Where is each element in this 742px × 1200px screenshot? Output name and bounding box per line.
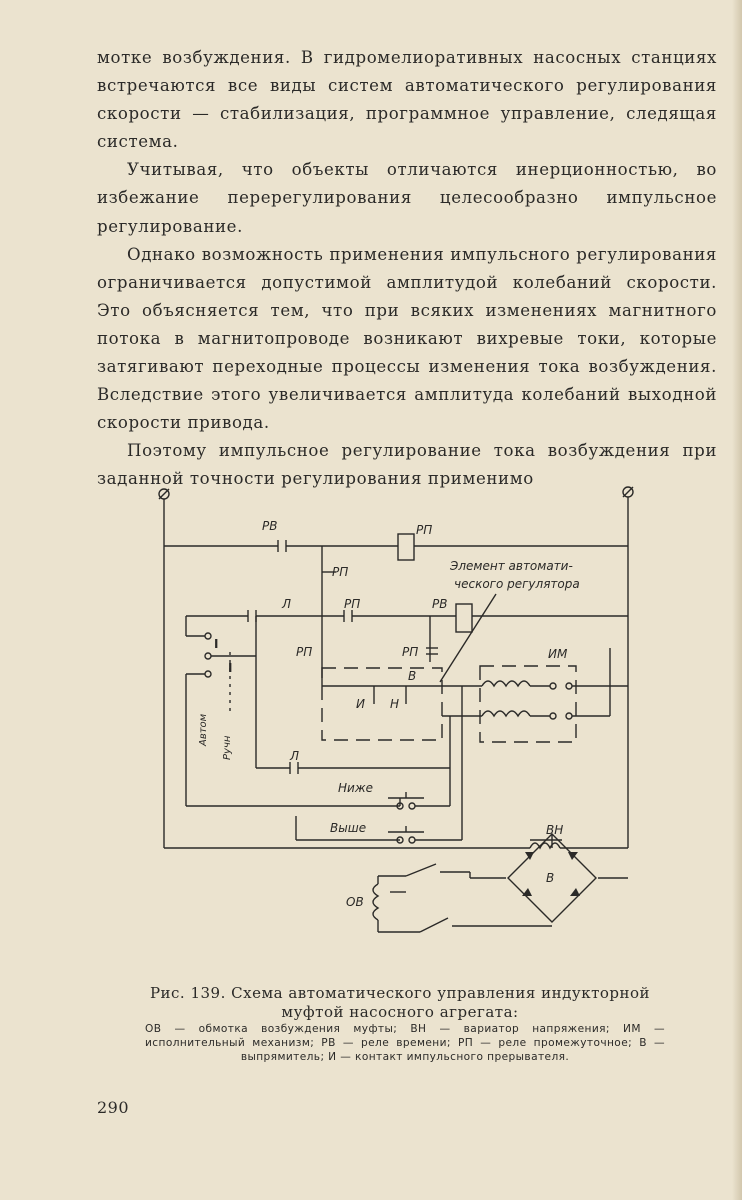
rp-coil — [397, 533, 415, 561]
label-i-contact: И — [356, 697, 365, 711]
page-edge — [732, 0, 742, 1200]
figure-legend: ОВ — обмотка возбуждения муфты; ВН — вар… — [145, 1023, 665, 1063]
page-number: 290 — [97, 1098, 130, 1117]
label-vyshe: Выше — [330, 821, 366, 835]
figure-caption: Рис. 139. Схема автоматического управлен… — [149, 984, 651, 1021]
label-l-top: Л — [281, 597, 291, 611]
paragraph-4: Поэтому импульсное регулирование тока во… — [97, 441, 717, 489]
label-rp-coil: РП — [416, 523, 432, 537]
label-rp-contact2: РП — [344, 597, 360, 611]
im-winding-1 — [481, 680, 531, 688]
rectifier-bridge — [507, 833, 597, 923]
label-rp-mid: РП — [402, 645, 418, 659]
ov-winding — [372, 883, 380, 921]
label-element-line2: ческого регулятора — [454, 577, 580, 591]
circuit-diagram: РВ РП РП Элемент автомати- ческого регул… — [150, 476, 640, 952]
circuit-svg: РВ РП РП Элемент автомати- ческого регул… — [158, 486, 634, 933]
rv-coil — [455, 603, 473, 633]
label-im: ИМ — [548, 647, 568, 661]
label-switch-right: I — [228, 661, 232, 675]
paragraph-2: Учитывая, что объекты отличаются инерцио… — [97, 160, 717, 236]
paragraph-1: мотке возбуждения. В гидромелиоративных … — [97, 48, 717, 152]
label-ov: ОВ — [346, 895, 364, 909]
label-vn: ВН — [546, 823, 563, 837]
im-winding-2 — [481, 710, 531, 718]
label-l-bottom: Л — [289, 749, 299, 763]
label-rp-left: РП — [296, 645, 312, 659]
label-element-line1: Элемент автомати- — [449, 559, 573, 573]
paragraph-3: Однако возможность применения импульсног… — [97, 244, 717, 433]
label-switch-left: I — [214, 637, 218, 651]
label-nizhe: Ниже — [338, 781, 373, 795]
label-ruchn: Ручн — [222, 735, 233, 760]
label-rv-coil: РВ — [432, 597, 447, 611]
label-rectifier: В — [546, 871, 554, 885]
label-rp-contact: РП — [332, 565, 348, 579]
label-rv-top: РВ — [262, 519, 277, 533]
diode-marks — [522, 852, 580, 896]
label-avt: Автом — [198, 713, 209, 747]
vn-winding — [529, 842, 561, 850]
label-n-contact: Н — [390, 697, 399, 711]
body-text: мотке возбуждения. В гидромелиоративных … — [97, 44, 717, 494]
label-v-contact: В — [408, 669, 416, 683]
